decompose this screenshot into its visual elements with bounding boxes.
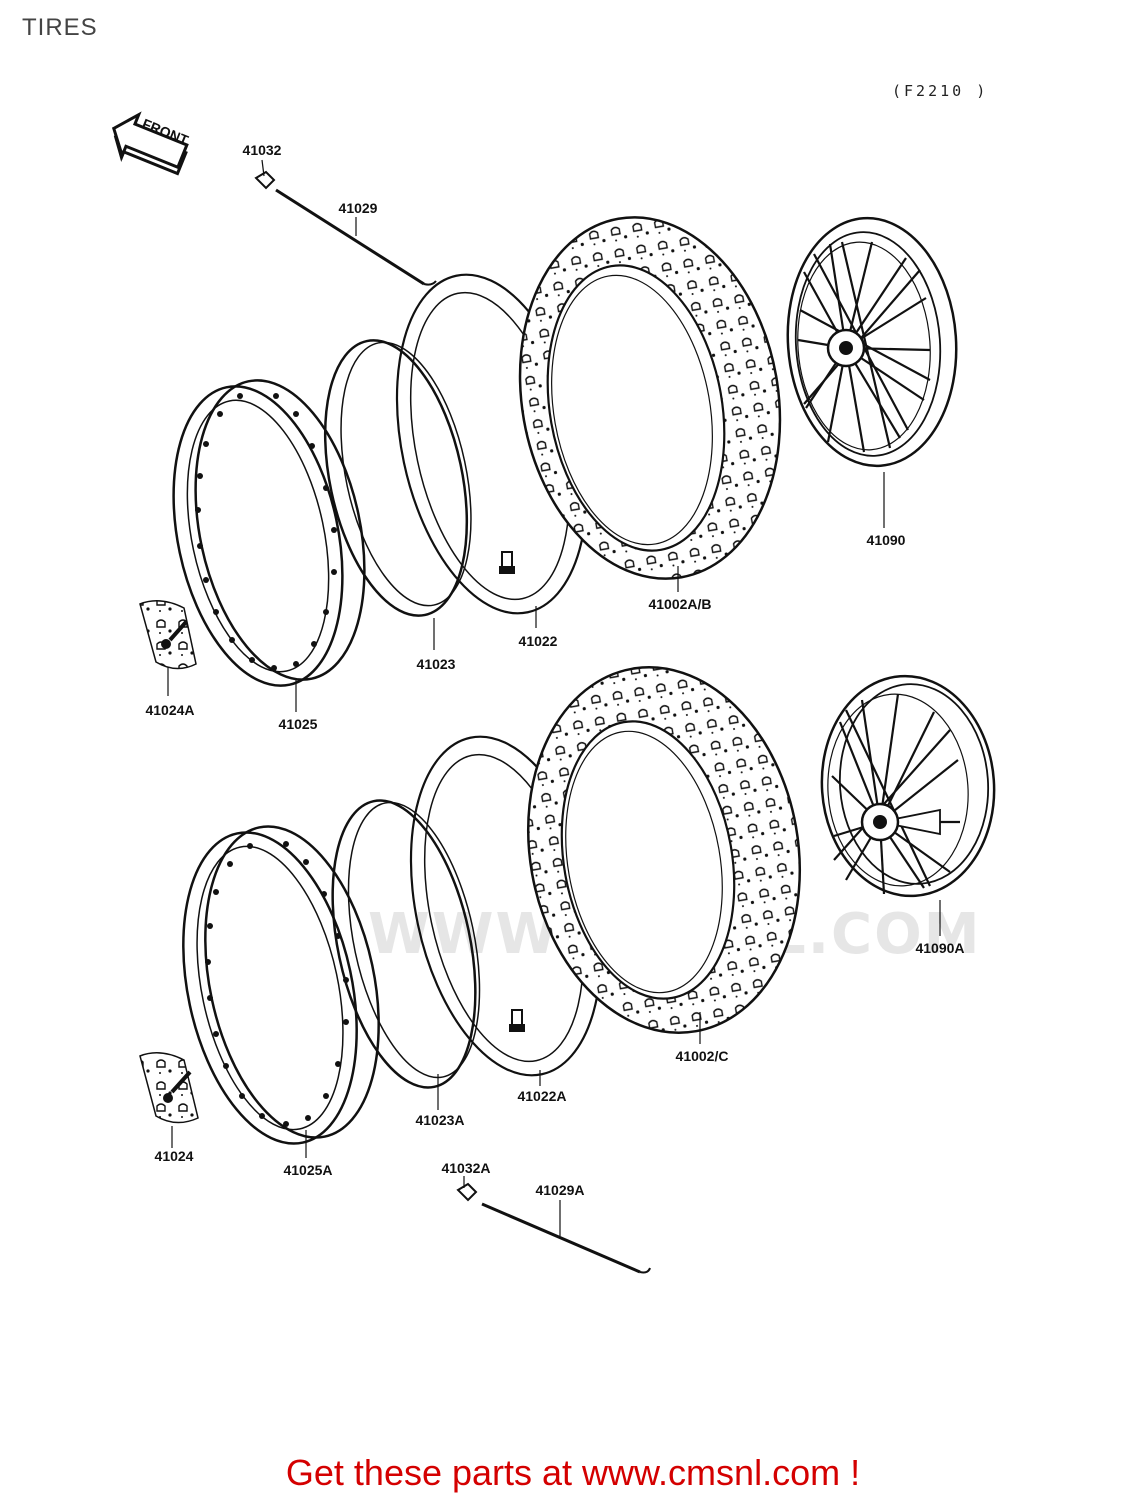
rim-top [172,379,366,687]
part-label-41029[interactable]: 41029 [338,200,378,216]
spoke-nipple-bottom-icon [456,1182,478,1202]
part-label-41023[interactable]: 41023 [416,656,456,672]
spoke-line [275,188,425,286]
part-label-41024[interactable]: 41024 [154,1148,194,1164]
part-label-41022a[interactable]: 41022A [517,1088,567,1104]
part-label-41023a[interactable]: 41023A [415,1112,465,1128]
wheel-bottom [820,674,996,898]
rim-band-top [323,339,472,617]
part-label-41024a[interactable]: 41024A [145,702,195,718]
rim-bottom [182,825,380,1145]
figure-code: (F2210 ) [892,82,989,100]
front-arrow-icon [111,111,189,176]
valve-icon [509,1009,525,1032]
promo-link[interactable]: Get these parts at www.cmsnl.com ! [285,1452,861,1493]
tire-top [518,216,782,580]
part-label-41025a[interactable]: 41025A [283,1162,333,1178]
tire-bottom [526,666,802,1034]
rim-band-bottom [331,799,481,1089]
part-label-41090a[interactable]: 41090A [915,940,965,956]
part-label-41032[interactable]: 41032 [242,142,282,158]
part-label-41022[interactable]: 41022 [518,633,558,649]
valve-icon [499,551,515,574]
valve-cap-top-icon [139,600,197,670]
wheel-top [786,216,958,468]
page-title: TIRES [22,14,98,41]
part-label-41090[interactable]: 41090 [866,532,906,548]
part-label-41032a[interactable]: 41032A [441,1160,491,1176]
part-label-41002c[interactable]: 41002/C [675,1048,729,1064]
spoke-line-bottom [481,1202,641,1274]
spoke-nipple-icon [254,170,276,190]
valve-cap-bottom-icon [139,1052,199,1124]
part-label-41029a[interactable]: 41029A [535,1182,585,1198]
part-label-41025[interactable]: 41025 [278,716,318,732]
part-label-41002ab[interactable]: 41002A/B [648,596,712,612]
